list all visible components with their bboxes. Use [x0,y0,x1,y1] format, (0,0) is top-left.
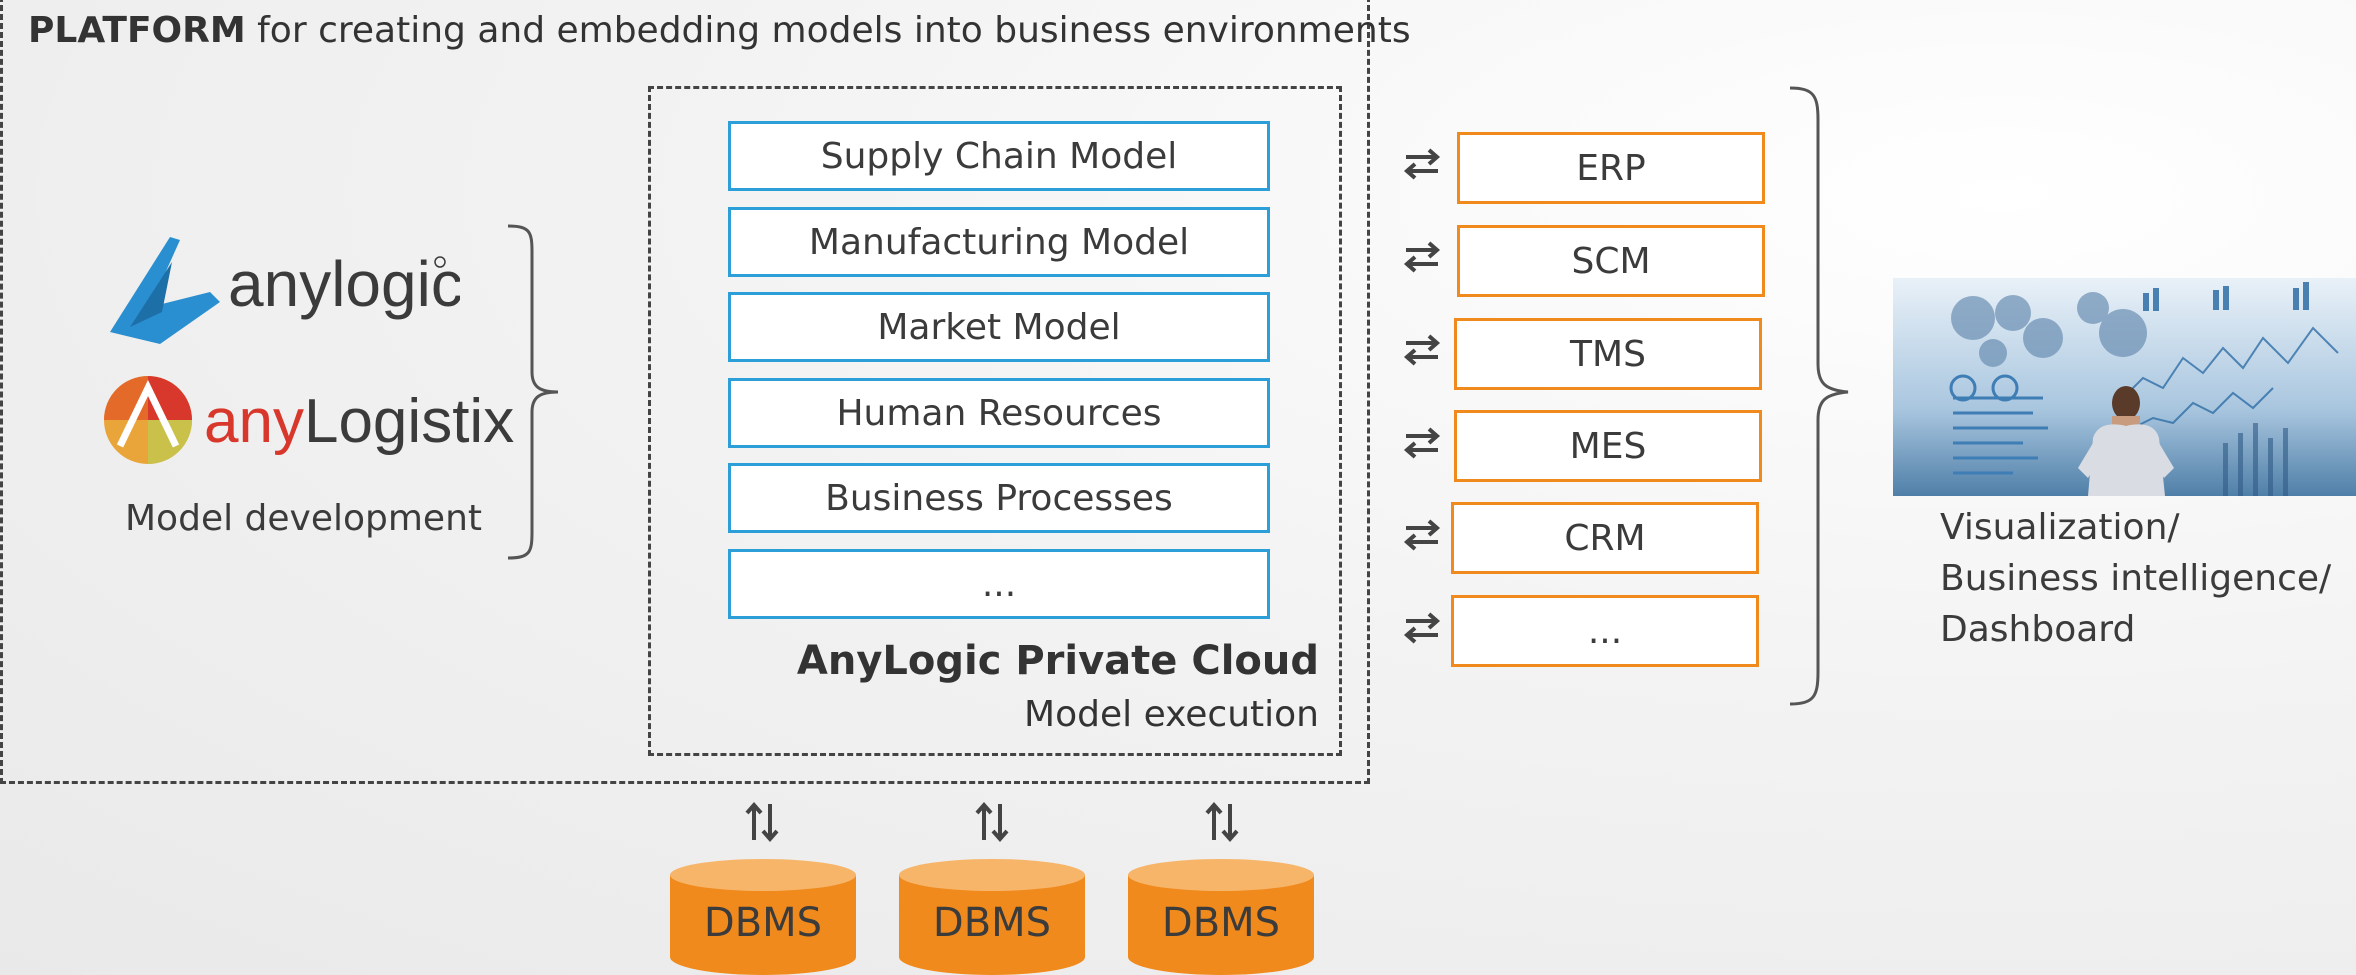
model-box-manufacturing: Manufacturing Model [728,207,1270,277]
dashboard-illustration-icon [1893,278,2356,496]
visualization-label-line-3: Dashboard [1940,609,2136,650]
systems-brace-icon [1789,86,1849,706]
swap-arrows-icon [1403,148,1441,180]
anylogistix-logo: anyLogistix [100,368,520,478]
database-cylinder-icon [670,859,856,975]
system-box-erp: ERP [1457,132,1765,204]
dbms-label: DBMS [1161,900,1281,946]
anylogic-logo: anylogic [100,232,463,352]
swap-arrows-icon [1403,519,1441,551]
cloud-title: AnyLogic Private Cloud [796,638,1319,684]
platform-heading-bold: PLATFORM [28,10,246,51]
anylogic-logo-mark-icon: anylogic [110,237,463,344]
system-box-crm: CRM [1451,502,1759,574]
up-down-arrows-icon [1205,801,1239,843]
anylogistix-logo-text: anyLogistix [204,387,514,456]
visualization-label-line-1: Visualization/ [1940,507,2180,548]
visualization-label-line-2: Business intelligence/ [1940,558,2332,599]
model-development-label: Model development [125,498,483,539]
swap-arrows-icon [1403,612,1441,644]
model-box-market: Market Model [728,292,1270,362]
anylogistix-logo-mark-icon: anyLogistix [104,376,514,464]
model-box-business-processes: Business Processes [728,463,1270,533]
anylogistix-logo-text-rest: Logistix [304,387,514,456]
system-box-scm: SCM [1457,225,1765,297]
cloud-subtitle: Model execution [1024,694,1319,735]
system-box-tms: TMS [1454,318,1762,390]
model-box-supply-chain: Supply Chain Model [728,121,1270,191]
swap-arrows-icon [1403,427,1441,459]
platform-heading-rest: for creating and embedding models into b… [245,10,1411,51]
cloud-frame [648,86,1342,756]
system-box-mes: MES [1454,410,1762,482]
dbms-label: DBMS [703,900,823,946]
model-box-more: ... [728,549,1270,619]
up-down-arrows-icon [975,801,1009,843]
swap-arrows-icon [1403,334,1441,366]
model-box-human-resources: Human Resources [728,378,1270,448]
system-box-more: ... [1451,595,1759,667]
dbms-label: DBMS [932,900,1052,946]
anylogistix-logo-text-any: any [204,387,304,456]
database-cylinder-icon [1128,859,1314,975]
swap-arrows-icon [1403,241,1441,273]
visualization-label: Visualization/ Business intelligence/ Da… [1940,502,2331,655]
database-cylinder-icon [899,859,1085,975]
business-intelligence-image [1893,278,2356,496]
platform-heading: PLATFORM for creating and embedding mode… [28,10,1411,51]
development-brace-icon [507,224,559,560]
up-down-arrows-icon [745,801,779,843]
platform-frame [0,0,1370,784]
anylogic-logo-text: anylogic [228,248,460,320]
